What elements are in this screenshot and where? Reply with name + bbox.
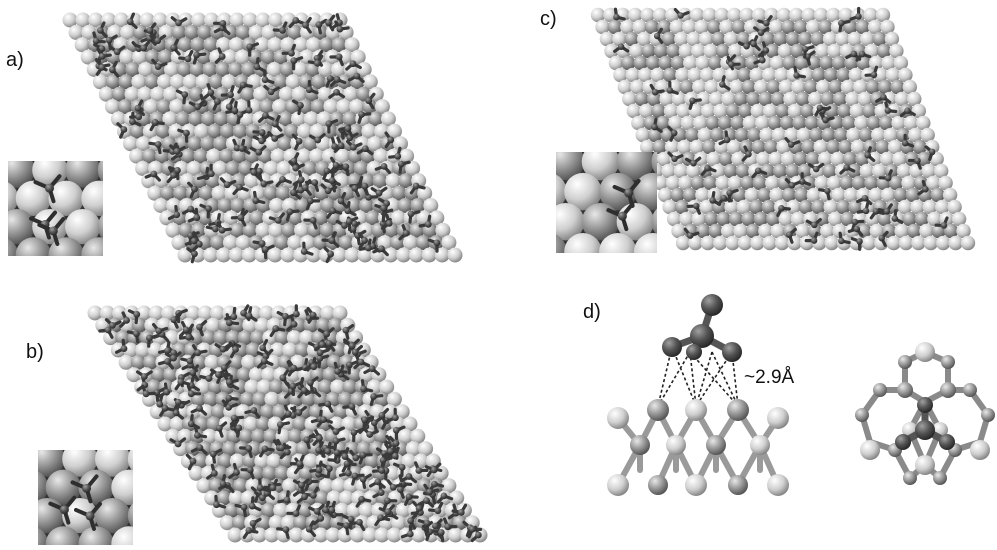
- adsorption-side-view: [607, 294, 789, 496]
- surface-slab-b: [87, 304, 488, 543]
- surface-slab-c: [590, 6, 976, 251]
- panel-label-a: a): [6, 49, 24, 71]
- bond-distance-label: ~2.9Å: [744, 367, 795, 388]
- panel-label-d: d): [583, 301, 601, 323]
- inset-closeup-b: [38, 450, 133, 545]
- panel-label-b: b): [26, 341, 44, 363]
- surface-slab-a: [62, 12, 463, 264]
- inset-closeup-c: [556, 152, 657, 253]
- panel-label-c: c): [540, 8, 557, 30]
- adsorption-top-view: [855, 342, 995, 485]
- inset-closeup-a: [8, 161, 103, 256]
